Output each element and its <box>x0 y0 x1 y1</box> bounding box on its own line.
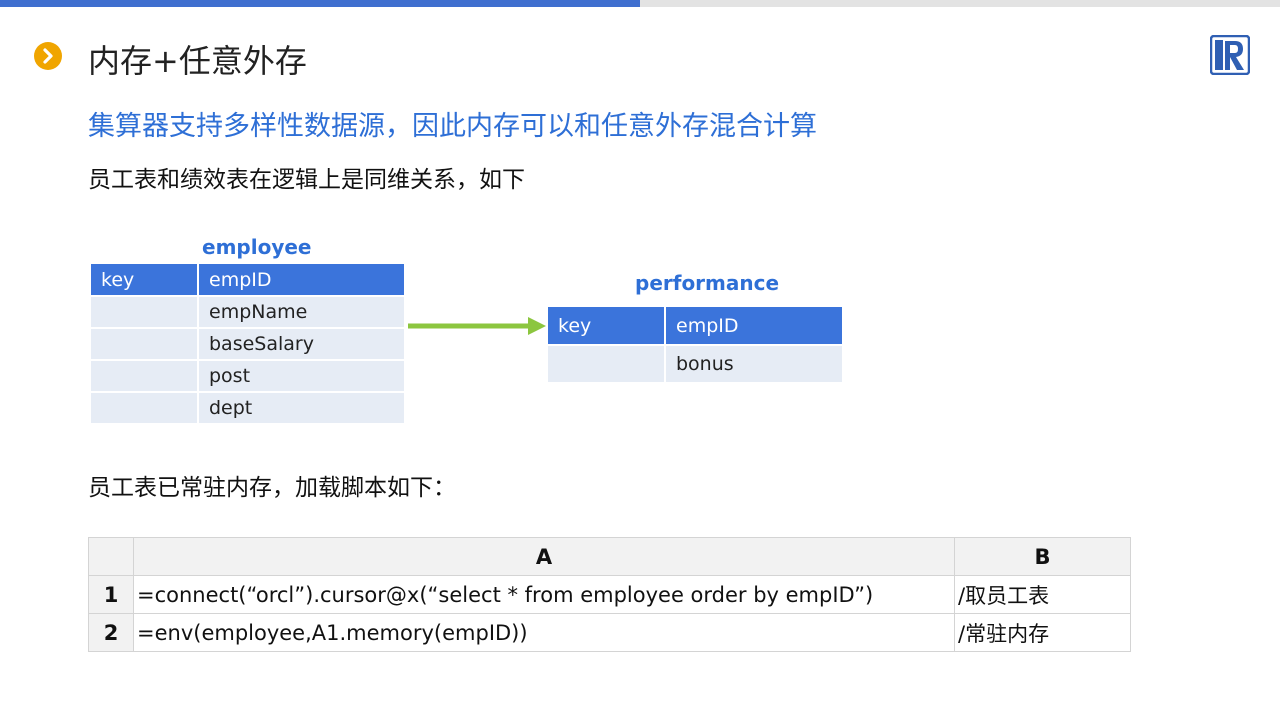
field-cell: empID <box>665 307 844 346</box>
subtitle: 集算器支持多样性数据源，因此内存可以和任意外存混合计算 <box>88 111 817 142</box>
cell-a1[interactable]: =connect(“orcl”).cursor@x(“select * from… <box>133 575 955 614</box>
key-cell <box>548 345 666 384</box>
row-header[interactable]: 1 <box>88 575 134 614</box>
field-cell: baseSalary <box>198 328 406 361</box>
table-row: dept <box>91 392 406 425</box>
column-header-b[interactable]: B <box>954 537 1131 576</box>
key-cell <box>91 296 199 329</box>
key-cell <box>91 392 199 425</box>
field-cell: empID <box>198 264 406 297</box>
row-header[interactable]: 2 <box>88 613 134 652</box>
table-row: empName <box>91 296 406 329</box>
employee-caption: employee <box>202 235 312 259</box>
field-cell: empName <box>198 296 406 329</box>
load-note: 员工表已常驻内存，加载脚本如下： <box>88 475 456 501</box>
slide-title: 内存+任意外存 <box>88 42 307 80</box>
performance-caption: performance <box>635 271 780 295</box>
cell-a2[interactable]: =env(employee,A1.memory(empID)) <box>133 613 955 652</box>
top-track-bar <box>640 0 1280 7</box>
field-cell: bonus <box>665 345 844 384</box>
field-cell: post <box>198 360 406 393</box>
table-row: 1 =connect(“orcl”).cursor@x(“select * fr… <box>88 575 1131 614</box>
table-row: bonus <box>548 345 844 384</box>
raqsoft-logo-icon <box>1209 34 1251 76</box>
table-row: baseSalary <box>91 328 406 361</box>
column-header-a[interactable]: A <box>133 537 955 576</box>
key-cell <box>91 328 199 361</box>
table-row: key empID <box>91 264 406 297</box>
performance-table: key empID bonus <box>548 307 844 384</box>
employee-table: key empID empName baseSalary post dept <box>91 264 406 425</box>
key-cell: key <box>91 264 199 297</box>
top-accent-bar <box>0 0 640 7</box>
table-row: post <box>91 360 406 393</box>
field-cell: dept <box>198 392 406 425</box>
intro-text: 员工表和绩效表在逻辑上是同维关系，如下 <box>88 167 525 193</box>
table-row: key empID <box>548 307 844 346</box>
cell-b2[interactable]: /常驻内存 <box>954 613 1131 652</box>
script-grid: A B 1 =connect(“orcl”).cursor@x(“select … <box>88 537 1131 652</box>
relation-arrow-icon <box>408 317 546 335</box>
corner-header <box>88 537 134 576</box>
chevron-right-icon <box>34 42 62 70</box>
grid-header-row: A B <box>88 537 1131 576</box>
key-cell: key <box>548 307 666 346</box>
table-row: 2 =env(employee,A1.memory(empID)) /常驻内存 <box>88 613 1131 652</box>
key-cell <box>91 360 199 393</box>
cell-b1[interactable]: /取员工表 <box>954 575 1131 614</box>
